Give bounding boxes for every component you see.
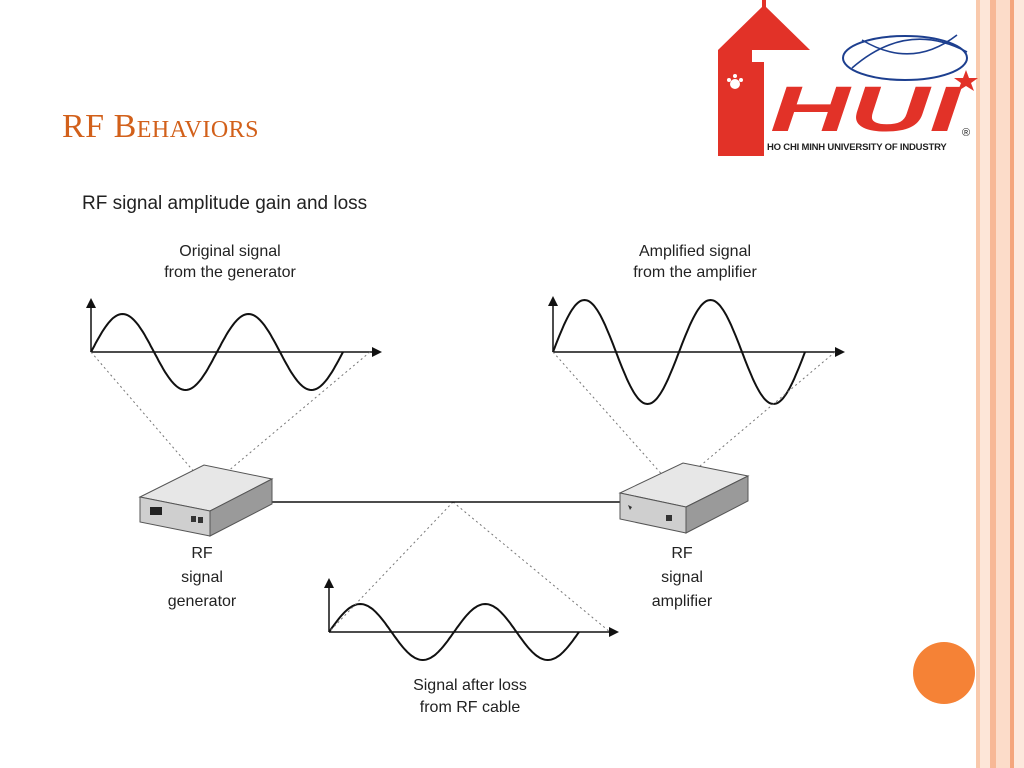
- original-signal-label-line2: from the generator: [164, 264, 296, 281]
- amplified-sine-wave: [552, 298, 806, 406]
- slide-border-right: [976, 0, 1024, 768]
- generator-label-line2: signal: [181, 569, 223, 586]
- attenuated-sine-wave: [328, 602, 580, 662]
- amplified-signal-label-line1: Amplified signal: [639, 243, 751, 260]
- projection-lines: [90, 351, 836, 633]
- rf-generator-device: [138, 464, 274, 537]
- amplifier-label-line3: amplifier: [652, 593, 713, 610]
- diagram-heading: RF signal amplitude gain and loss: [82, 193, 367, 214]
- amplified-signal-label-line2: from the amplifier: [633, 264, 757, 281]
- loss-signal-label-line2: from RF cable: [420, 699, 521, 716]
- original-signal-plot: [86, 298, 382, 392]
- loss-signal-label-line1: Signal after loss: [413, 677, 527, 694]
- amplified-signal-plot: [548, 296, 845, 406]
- logo-brand-text: HUI: [770, 73, 962, 145]
- amplifier-label-line2: signal: [661, 569, 703, 586]
- rf-amplifier-device: [618, 462, 750, 534]
- registered-mark: ®: [962, 127, 970, 139]
- accent-dot: [913, 642, 975, 704]
- slide-title: RF Behaviors: [62, 108, 260, 145]
- original-signal-label-line1: Original signal: [179, 243, 280, 260]
- logo-caption: HO CHI MINH UNIVERSITY OF INDUSTRY: [767, 142, 947, 153]
- generator-label-line3: generator: [168, 593, 237, 610]
- amplifier-label-line1: RF: [671, 545, 693, 562]
- loss-signal-plot: [324, 578, 619, 662]
- logo-graphic: HUI ®: [718, 0, 978, 156]
- generator-label-line1: RF: [191, 545, 213, 562]
- original-sine-wave: [90, 312, 344, 392]
- university-logo: HUI ® HO CHI MINH UNIVERSITY OF INDUSTRY: [712, 0, 980, 160]
